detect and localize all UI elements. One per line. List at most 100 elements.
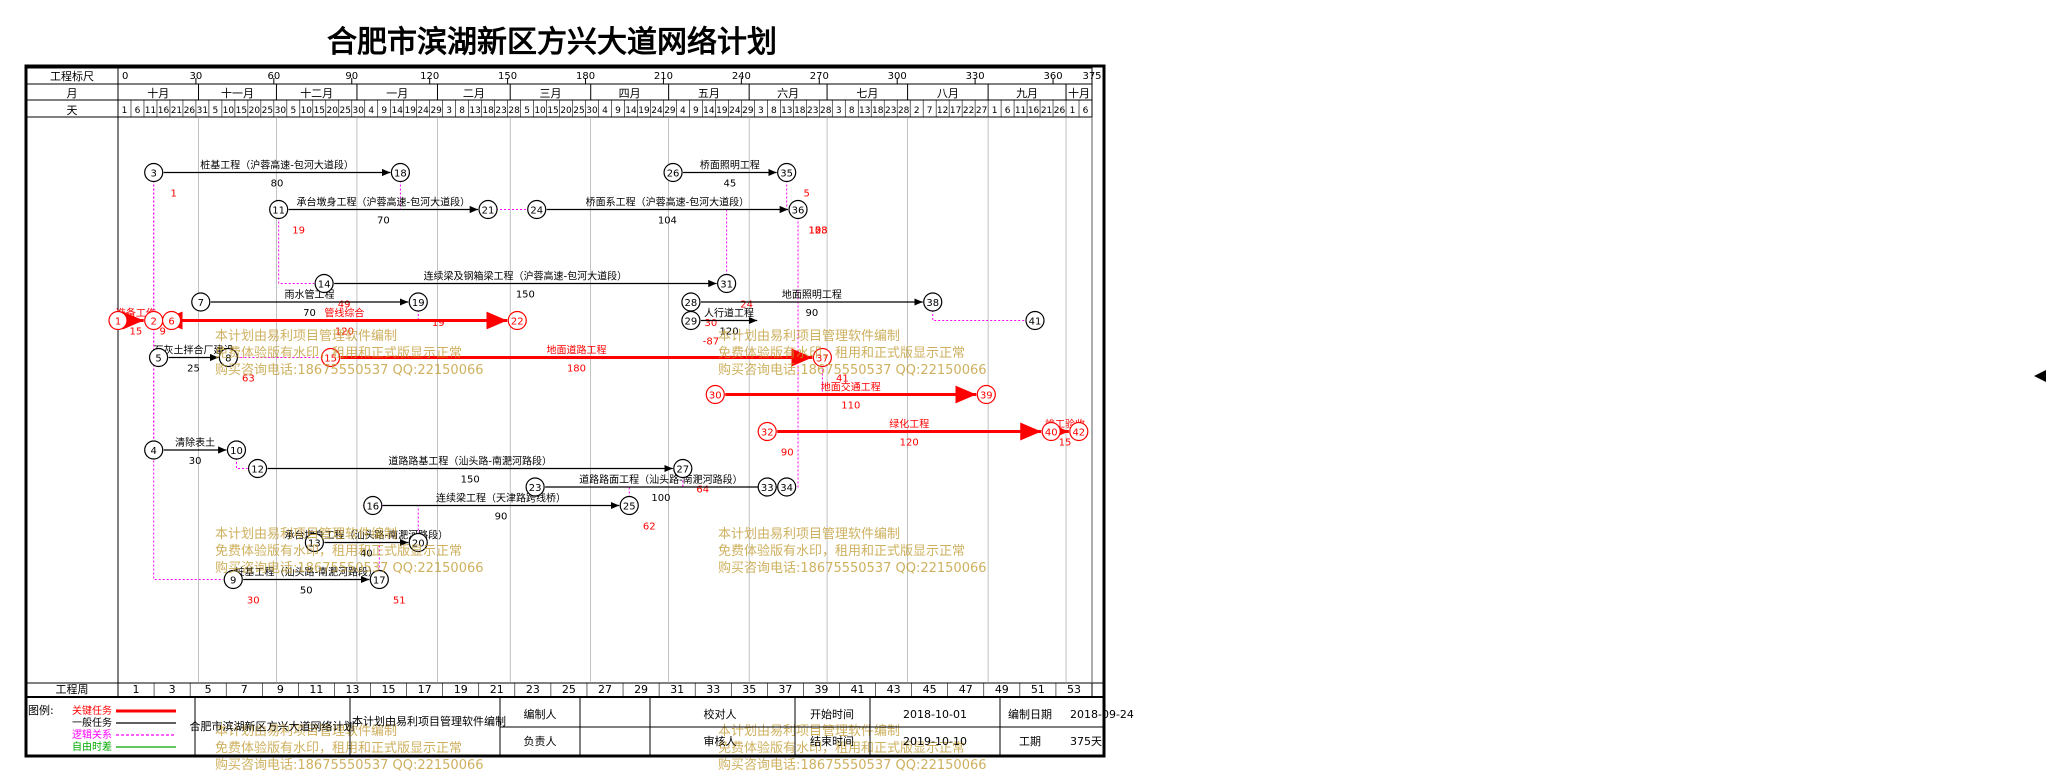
activity-label: 桩基工程（沪蓉高速-包河大道段） bbox=[200, 159, 354, 172]
activity-duration: 45 bbox=[724, 179, 737, 190]
day-cell: 30 bbox=[353, 106, 365, 116]
event-node bbox=[681, 310, 701, 331]
footer-duration-label: 工期 bbox=[1019, 735, 1041, 748]
float-label: 5 bbox=[815, 226, 821, 237]
activity-label: 管线综合 bbox=[324, 307, 364, 320]
float-label: 123 bbox=[808, 226, 827, 237]
day-cell: 14 bbox=[703, 106, 715, 116]
day-cell: 9 bbox=[693, 106, 699, 116]
page-title: 合肥市滨湖新区方兴大道网络计划 bbox=[327, 25, 777, 60]
logic-link bbox=[235, 450, 248, 469]
watermark-line: 购买咨询电话:18675550537 QQ:22150066 bbox=[718, 757, 987, 773]
event-node bbox=[108, 310, 128, 331]
watermark-line: 免费体验版有水印，租用和正式版显示正常 bbox=[215, 543, 462, 559]
activity-label: 连续梁工程（天津路跨线桥） bbox=[436, 492, 566, 505]
logic-link bbox=[932, 302, 1025, 321]
day-cell: 6 bbox=[1083, 106, 1089, 116]
logic-link bbox=[153, 172, 224, 580]
scale-tick: 360 bbox=[1043, 71, 1062, 82]
week-cell: 29 bbox=[634, 683, 648, 696]
day-cell: 22 bbox=[963, 106, 974, 116]
event-node-number: 23 bbox=[529, 483, 542, 494]
week-cell: 3 bbox=[169, 683, 176, 696]
footer-compile: 2018-09-24 bbox=[1070, 708, 1134, 721]
event-node bbox=[321, 347, 341, 368]
watermark-line: 本计划由易利项目管理软件编制 bbox=[215, 724, 397, 739]
day-cell: 9 bbox=[381, 106, 387, 116]
float-label: 62 bbox=[643, 522, 656, 533]
day-cell: 27 bbox=[976, 106, 987, 116]
event-node bbox=[363, 495, 383, 516]
activity-label: 地面道路工程 bbox=[546, 344, 606, 357]
day-cell: 23 bbox=[807, 106, 818, 116]
scroll-left-arrow-icon[interactable] bbox=[2034, 370, 2046, 382]
day-cell: 25 bbox=[262, 106, 273, 116]
day-cell: 15 bbox=[236, 106, 247, 116]
activity-duration: 40 bbox=[360, 549, 373, 560]
watermark-line: 本计划由易利项目管理软件编制 bbox=[718, 329, 900, 344]
week-cell: 31 bbox=[670, 683, 684, 696]
float-label: 108 bbox=[808, 226, 827, 237]
day-cell: 13 bbox=[859, 106, 870, 116]
watermark-line: 免费体验版有水印，租用和正式版显示正常 bbox=[718, 740, 965, 756]
activity-label: 清除表土 bbox=[175, 436, 215, 449]
watermark-line: 本计划由易利项目管理软件编制 bbox=[215, 329, 397, 344]
month-cell: 三月 bbox=[539, 87, 561, 100]
day-cell: 19 bbox=[638, 106, 650, 116]
day-cell: 26 bbox=[184, 106, 196, 116]
day-cell: 30 bbox=[275, 106, 287, 116]
float-label: -87 bbox=[703, 337, 719, 348]
day-cell: 16 bbox=[1028, 106, 1040, 116]
scale-label: 工程标尺 bbox=[50, 69, 94, 83]
event-node-number: 34 bbox=[780, 483, 793, 494]
week-cell: 23 bbox=[526, 683, 540, 696]
watermark-line: 本计划由易利项目管理软件编制 bbox=[718, 724, 900, 739]
day-cell: 12 bbox=[937, 106, 948, 116]
activity-duration: 90 bbox=[805, 308, 818, 319]
week-cell: 21 bbox=[490, 683, 504, 696]
activity-label: 人行道工程 bbox=[704, 307, 754, 320]
event-node-number: 26 bbox=[667, 169, 680, 180]
activity-label: 地面交通工程 bbox=[821, 381, 881, 394]
activity-duration: 30 bbox=[189, 456, 202, 467]
activity-label: 桥面系工程（沪蓉高速-包河大道段） bbox=[586, 196, 750, 209]
month-cell: 二月 bbox=[463, 87, 485, 100]
event-node bbox=[976, 384, 996, 405]
day-cell: 20 bbox=[249, 106, 261, 116]
event-node-number: 16 bbox=[366, 502, 379, 513]
day-cell: 7 bbox=[927, 106, 933, 116]
day-cell: 28 bbox=[508, 106, 520, 116]
day-cell: 23 bbox=[885, 106, 896, 116]
event-node-number: 30 bbox=[709, 391, 722, 402]
day-cell: 15 bbox=[547, 106, 558, 116]
activity-label: 道路路面工程（汕头路-南淝河路段） bbox=[579, 473, 743, 486]
event-node-number: 8 bbox=[225, 354, 231, 365]
event-node bbox=[923, 292, 943, 312]
event-node-number: 9 bbox=[230, 576, 236, 587]
day-cell: 29 bbox=[742, 106, 754, 116]
event-node-number: 40 bbox=[1045, 428, 1058, 439]
week-cell: 11 bbox=[309, 683, 323, 696]
footer-compile-label: 编制日期 bbox=[1008, 707, 1052, 721]
footer-software-note: 本计划由易利项目管理软件编制 bbox=[352, 714, 506, 728]
watermark-line: 购买咨询电话:18675550537 QQ:22150066 bbox=[718, 560, 987, 576]
event-node-number: 4 bbox=[151, 446, 157, 457]
day-cell: 8 bbox=[459, 106, 465, 116]
float-label: 30 bbox=[705, 318, 718, 329]
day-cell: 10 bbox=[223, 106, 235, 116]
scale-tick: 120 bbox=[420, 71, 439, 82]
event-node-number: 21 bbox=[482, 206, 495, 217]
activity-label: 道路路基工程（汕头路-南淝河路段） bbox=[388, 455, 552, 468]
month-cell: 十一月 bbox=[221, 86, 254, 100]
event-node-number: 27 bbox=[676, 465, 689, 476]
logic-link bbox=[278, 209, 315, 284]
scale-tick: 330 bbox=[966, 71, 985, 82]
event-node bbox=[148, 347, 169, 368]
day-cell: 19 bbox=[404, 106, 416, 116]
week-cell: 43 bbox=[887, 683, 901, 696]
event-node bbox=[314, 273, 334, 294]
activity-label: 绿化工程 bbox=[889, 418, 929, 431]
event-node bbox=[144, 162, 164, 183]
day-cell: 4 bbox=[680, 106, 686, 116]
